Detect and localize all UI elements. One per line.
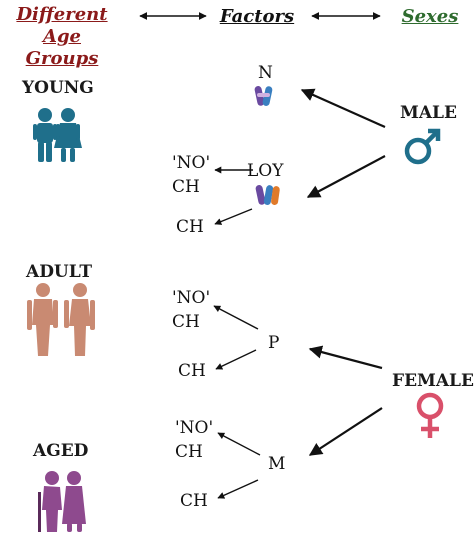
arrow-male-to-n bbox=[300, 88, 386, 129]
age-group-adult: ADULT bbox=[26, 262, 92, 282]
sex-female: FEMALE bbox=[392, 371, 474, 391]
factor-m: M bbox=[268, 454, 286, 474]
outcome-no-label: 'NO' bbox=[172, 288, 211, 308]
outcome-ch-p: CH bbox=[178, 361, 206, 381]
factor-loy: LOY bbox=[247, 161, 284, 181]
arrow-p-to-ch bbox=[215, 349, 257, 370]
male-symbol-icon bbox=[404, 128, 441, 165]
sexes-header: Sexes bbox=[401, 6, 459, 27]
arrow-m-to-ch bbox=[217, 479, 259, 499]
arrow-m-to-no bbox=[217, 432, 261, 456]
age-group-young: YOUNG bbox=[22, 78, 94, 98]
outcome-no-label: 'NO' bbox=[172, 153, 211, 173]
age-groups-header: Different Age Groups bbox=[0, 4, 124, 70]
outcome-no-m: 'NO' CH bbox=[175, 416, 213, 464]
outcome-ch-m: CH bbox=[180, 491, 208, 511]
outcome-ch-label: CH bbox=[175, 442, 203, 462]
arrow-female-to-p bbox=[308, 345, 383, 370]
factor-p: P bbox=[268, 333, 280, 353]
outcome-no-p: 'NO' CH bbox=[172, 286, 210, 334]
age-groups-header-line1: Different Age bbox=[16, 4, 108, 47]
young-couple-icon bbox=[33, 108, 82, 162]
age-groups-header-line2: Groups bbox=[25, 48, 99, 69]
outcome-ch-label: CH bbox=[172, 312, 200, 332]
chromosome-icon bbox=[254, 86, 273, 106]
arrow-p-to-no bbox=[213, 305, 259, 330]
factor-n: N bbox=[258, 63, 273, 83]
arrow-male-to-loy bbox=[306, 155, 386, 198]
arrow-female-to-m bbox=[308, 407, 383, 456]
outcome-ch-label: CH bbox=[172, 177, 200, 197]
outcome-no-loy: 'NO' CH bbox=[172, 151, 210, 199]
adult-couple-icon bbox=[27, 283, 95, 356]
elderly-couple-icon bbox=[38, 471, 86, 532]
female-symbol-icon bbox=[416, 392, 444, 438]
outcome-ch-loy: CH bbox=[176, 217, 204, 237]
outcome-no-label: 'NO' bbox=[175, 418, 214, 438]
age-group-aged: AGED bbox=[33, 441, 89, 461]
chromosome-icon bbox=[255, 185, 280, 206]
arrow-loy-to-ch bbox=[214, 208, 253, 225]
factors-header: Factors bbox=[219, 6, 295, 27]
sex-male: MALE bbox=[400, 103, 457, 123]
